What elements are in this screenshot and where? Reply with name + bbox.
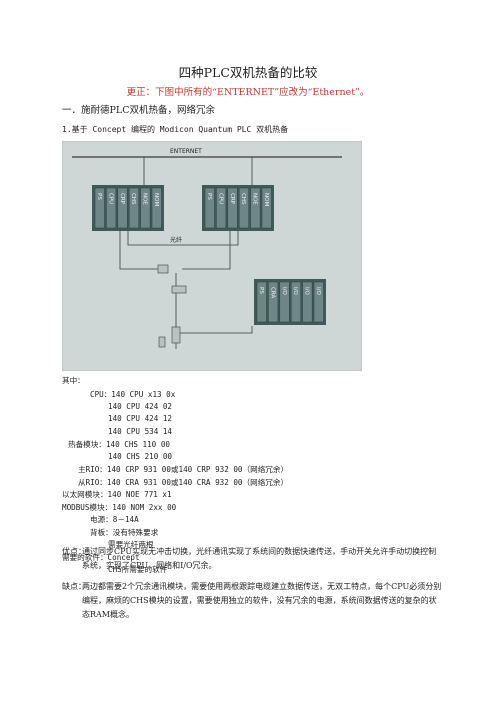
- rack-a-module: [94, 187, 105, 229]
- rio-link-b: [182, 231, 231, 270]
- cons-paragraph: 缺点： 两边都需要2个冗余通讯模块，需要使用两根跟踪电缆建立数据传送，无双工特点…: [62, 580, 442, 622]
- rack-io-module-label: I/O: [281, 287, 287, 295]
- fiber-label: 光纤: [170, 236, 182, 244]
- rack-io-module: [313, 281, 324, 323]
- correction-note: 更正：下图中所有的“ENTERNET”应改为“Ethernet”。: [126, 87, 370, 98]
- module-list-line: 热备模块：140 CHS 110 00: [68, 440, 170, 450]
- tap-device: [171, 326, 181, 344]
- module-list-line: 从RIO：140 CRA 931 00或140 CRA 932 00（网络冗余）: [78, 477, 289, 487]
- rack-a-module: [151, 187, 162, 229]
- rack-io-module: [290, 281, 301, 323]
- subsection-heading: 1.基于 Concept 编程的 Modicon Quantum PLC 双机热…: [62, 125, 289, 134]
- pros-paragraph: 优点： 通过同步CPU实现无冲击切换，光纤通讯实现了系统间的数据快速传送，手动开…: [62, 545, 442, 573]
- rack-io-module-label: I/O: [315, 287, 321, 295]
- module-list-line: 以太网模块：140 NOE 771 x1: [62, 490, 172, 500]
- module-list-line: 主RIO：140 CRP 931 00或140 CRP 932 00（网络冗余）: [78, 465, 289, 475]
- rack-a-module-label: CPU: [107, 193, 113, 204]
- rack-b-module: [204, 187, 215, 229]
- rack-io-module: [268, 281, 279, 323]
- module-list-line: 140 CPU 424 12: [108, 414, 173, 424]
- rack-b-module: [261, 187, 272, 229]
- rack-io-module-label: I/O: [304, 287, 310, 295]
- module-list-line: 140 CHS 210 00: [108, 451, 173, 461]
- rack-io-module-label: PS: [258, 287, 264, 294]
- rack-io-module: [279, 281, 290, 323]
- rack-a-module: [117, 187, 128, 229]
- rack-io-module: [302, 281, 313, 323]
- module-list-line: 140 CPU 534 14: [108, 426, 173, 436]
- module-list-line: 电源：8－14A: [90, 515, 139, 525]
- rack-b-module-label: NOE: [252, 193, 258, 205]
- rack-b-module: [250, 187, 261, 229]
- splitter-1: [157, 264, 169, 274]
- rack-b-module-label: CHS: [240, 193, 246, 205]
- rack-a-module-label: NOE: [142, 193, 148, 205]
- rio-link-a: [119, 231, 160, 270]
- cons-label: 缺点：: [62, 582, 86, 591]
- rack-io-module-label: I/O: [292, 287, 298, 295]
- page-title: 四种PLC双机热备的比较: [178, 65, 318, 80]
- terminator: [158, 336, 166, 348]
- rack-io-module: [256, 281, 267, 323]
- splitter-2: [171, 285, 187, 294]
- rack-b-module: [238, 187, 249, 229]
- section-heading: 一．施耐德PLC双机热备，网络冗余: [62, 105, 215, 116]
- pros-text: 通过同步CPU实现无冲击切换，光纤通讯实现了系统间的数据快速传送，手动开关允许手…: [82, 547, 437, 570]
- rack-b-module: [227, 187, 238, 229]
- rack-b-module-label: NOM: [263, 193, 269, 206]
- rack-a-module-label: CHS: [130, 193, 136, 205]
- rack-a-module-label: NOM: [153, 193, 159, 206]
- ethernet-bus-label: ENTERNET: [170, 148, 202, 155]
- module-list-line: 其中：: [62, 376, 85, 385]
- pros-label: 优点：: [62, 547, 86, 556]
- rack-b-module-label: PS: [206, 193, 212, 200]
- rack-io: PS CRA I/O I/O I/O I/O: [254, 279, 326, 325]
- rack-b-module-label: CRP: [229, 193, 235, 205]
- rack-b: PS CPU CRP CHS NOE NOM: [202, 185, 274, 231]
- module-list-line: MODBUS模块：140 NOM 2xx 00: [62, 502, 177, 512]
- fiber-link: [127, 231, 239, 246]
- plc-hot-standby-diagram: ENTERNET PS CPU CRP CHS NOE NOM PS CPU CRP CHS NO…: [62, 141, 362, 371]
- diagram-background: [62, 141, 362, 371]
- rack-b-module-label: CPU: [217, 193, 223, 204]
- rack-b-module: [216, 187, 227, 229]
- module-list-line: CHS所需要的软件: [108, 565, 168, 575]
- module-list-line: 140 CPU 424 02: [108, 401, 173, 411]
- io-drop-link: [180, 326, 253, 334]
- rack-a-module-label: PS: [96, 193, 102, 200]
- module-list-line: 需要光纤两根: [108, 540, 154, 550]
- rack-a-module: [128, 187, 139, 229]
- rack-a-module-label: CRP: [119, 193, 125, 205]
- module-list-line: 需要的软件：Concept: [62, 552, 140, 562]
- module-list-line: CPU：140 CPU x13 0x: [90, 390, 176, 400]
- rack-a-module: [140, 187, 151, 229]
- module-list-line: 背板：没有特殊要求: [90, 527, 159, 537]
- rack-a-module: [106, 187, 117, 229]
- rack-io-module-label: CRA: [269, 287, 275, 298]
- rack-a: PS CPU CRP CHS NOE NOM: [92, 185, 164, 231]
- cons-text: 两边都需要2个冗余通讯模块，需要使用两根跟踪电缆建立数据传送，无双工特点，每个C…: [82, 582, 442, 619]
